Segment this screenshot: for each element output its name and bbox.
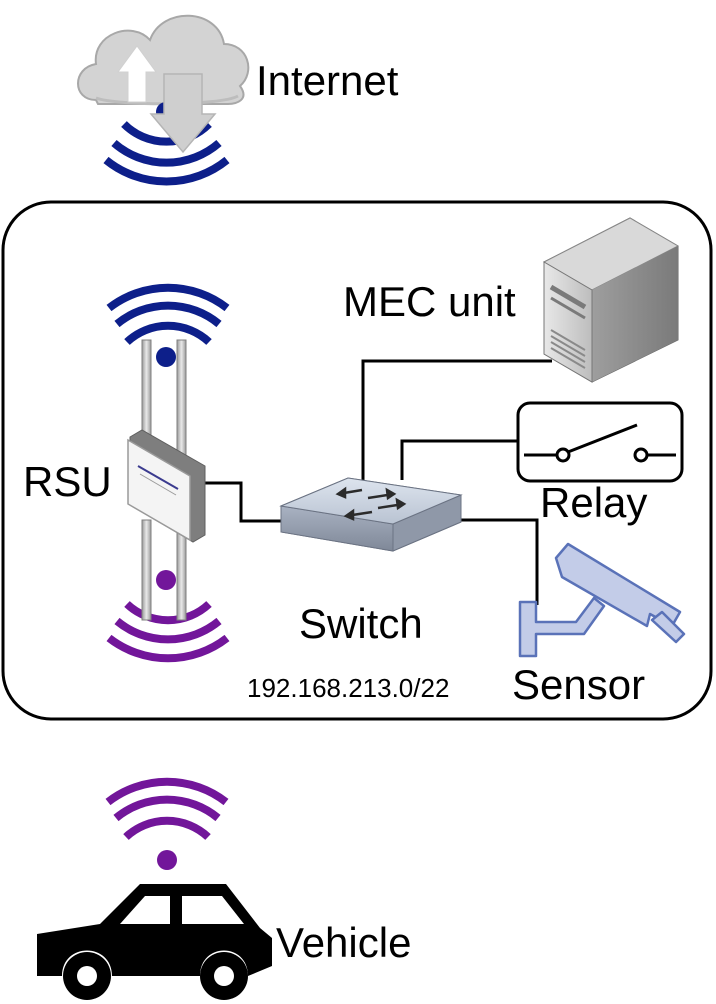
cloud-icon [77, 14, 250, 106]
network-switch-icon [279, 477, 463, 552]
vehicle-label: Vehicle [276, 919, 411, 966]
car-icon [37, 884, 272, 1000]
sensor-switch-link [458, 518, 539, 605]
subnet-label: 192.168.213.0/22 [247, 673, 449, 703]
rsu-label: RSU [23, 458, 112, 505]
sensor-label: Sensor [512, 661, 645, 708]
connection-lines [204, 359, 552, 605]
switch-label: Switch [299, 600, 423, 647]
mec-unit-label: MEC unit [343, 278, 516, 325]
camera-icon [518, 542, 686, 658]
relay-label: Relay [540, 479, 647, 526]
vehicle-wifi-icon [105, 777, 229, 841]
rsu-wifi-dot-top [156, 347, 176, 367]
rsu-switch-link [204, 481, 286, 523]
rsu-wifi-icon-top [106, 283, 230, 346]
relay-switch-icon [516, 401, 684, 483]
vehicle-wifi-dot [157, 850, 177, 870]
relay-switch-link [400, 439, 518, 480]
rsu-antenna-icon [127, 339, 206, 621]
server-icon [542, 217, 680, 383]
rsu-wifi-dot-bottom [156, 570, 176, 590]
internet-label: Internet [256, 57, 399, 104]
mec-switch-link [361, 359, 552, 482]
upload-arrow-icon [117, 45, 157, 103]
local-network-boundary [1, 200, 713, 721]
download-arrow-icon [149, 73, 217, 154]
rsu-wifi-icon-bottom [106, 600, 230, 663]
